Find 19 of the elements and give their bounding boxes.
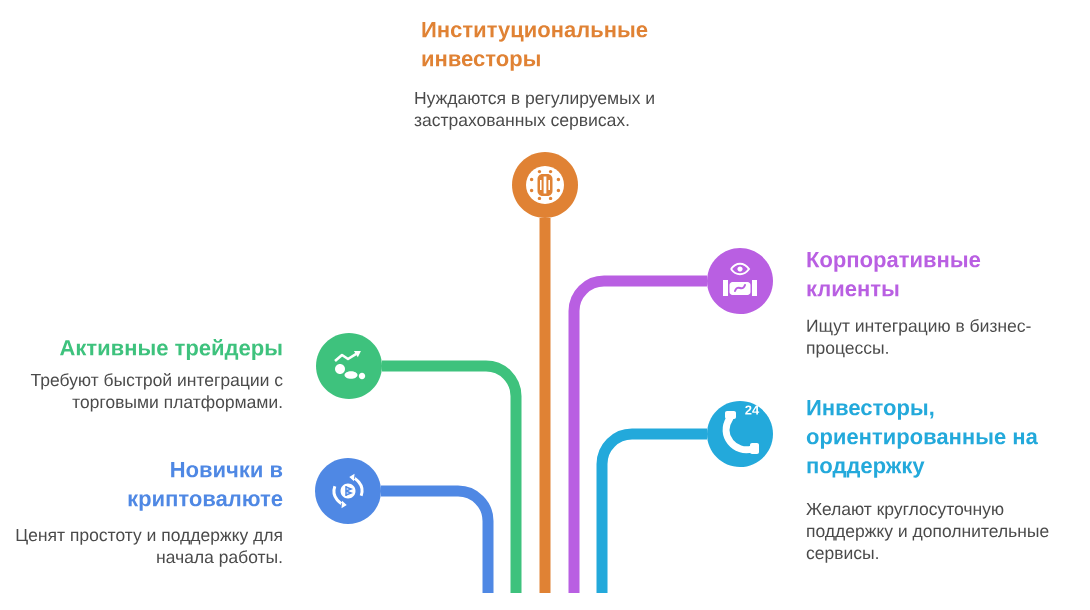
heading: Корпоративные клиенты	[807, 252, 981, 297]
heading: Новички в криптовалюте	[128, 462, 283, 511]
icon-circle	[707, 401, 773, 467]
description: Ищут интеграцию в бизнес-процессы.	[807, 319, 1031, 358]
icon-circle	[315, 458, 381, 524]
description: Желают круглосуточную поддержку и дополнительные сервисы.	[806, 503, 1049, 563]
connector-line	[382, 360, 522, 593]
connector-line	[539, 218, 551, 593]
heading: Активные трейдеры	[60, 339, 282, 360]
icon-circle	[316, 333, 382, 399]
connector-line	[381, 485, 494, 593]
connector-line	[596, 428, 707, 593]
description: Нуждаются в регулируемых и застрахованных сервисах.	[414, 92, 654, 130]
heading: Инвесторы, ориентированные на поддержку	[806, 400, 1038, 478]
connector-line	[568, 275, 707, 593]
heading: Институциональные инвесторы	[422, 22, 648, 71]
number-label: 24	[745, 405, 760, 415]
description: Требуют быстрой интеграции с торговыми платформами.	[30, 373, 283, 412]
description: Ценят простоту и поддержку для начала работы.	[16, 529, 282, 567]
